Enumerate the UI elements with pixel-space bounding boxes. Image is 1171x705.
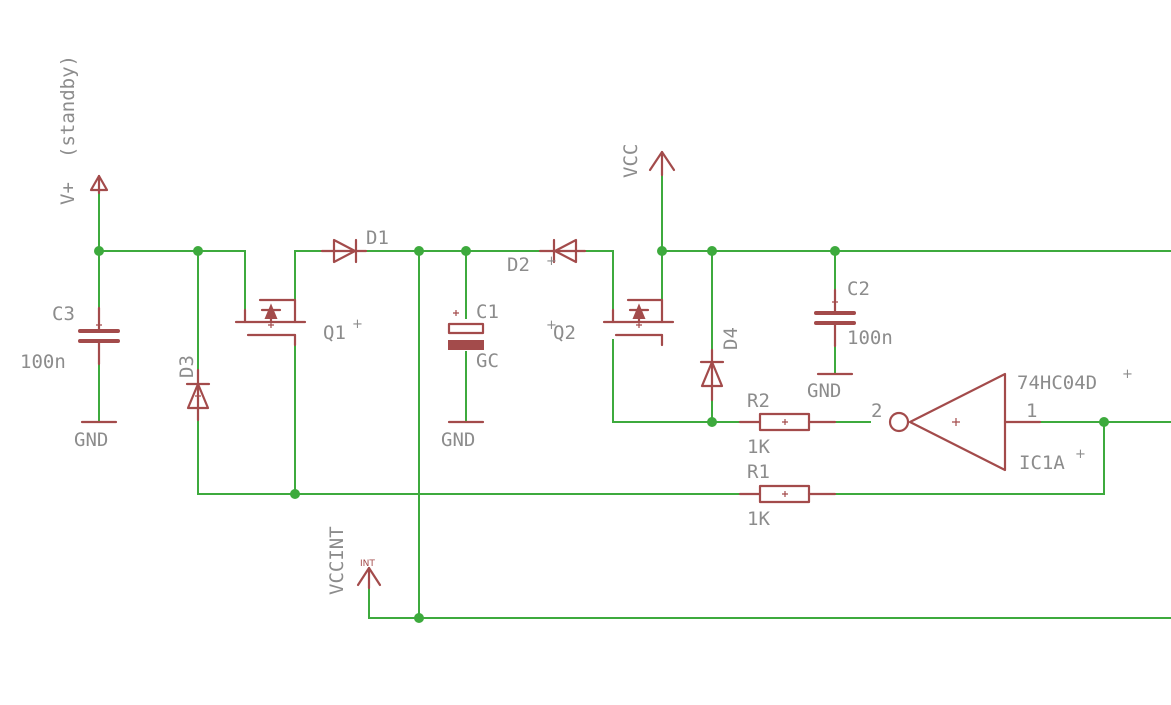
net-label-vccint: VCCINT [326,526,348,595]
capacitor-c2[interactable] [814,288,856,348]
ic-name-origin-mark: + [1075,447,1086,462]
wire-bottom-bus[interactable] [368,585,1171,619]
wires [98,172,1171,619]
wire-q2-gate[interactable] [612,339,741,423]
label-c3-value: 100n [20,351,66,373]
q2-origin-mark: + [546,318,557,333]
label-q1-name: Q1 [323,322,346,344]
label-c2-value: 100n [847,327,893,349]
ic-part-origin-mark: + [1122,367,1133,382]
label-ic-pin-in: 2 [871,400,882,422]
label-ic-name: IC1A [1019,452,1065,474]
inverter-ic1a[interactable] [888,372,1042,472]
junctions [94,246,1109,623]
label-d3-name: D3 [176,355,198,378]
junction-dot [830,246,840,256]
diode-d4[interactable] [699,348,725,402]
mosfet-q1[interactable] [234,298,307,347]
junction-dot [657,246,667,256]
mosfet-q2[interactable] [602,298,675,347]
label-c1-value: GC [476,350,499,372]
capacitor-c1[interactable] [447,310,485,350]
junction-dot [414,246,424,256]
label-r2-value: 1K [747,436,770,458]
label-d1-name: D1 [366,227,389,249]
resistor-r1[interactable] [738,484,837,504]
label-d4-name: D4 [720,327,742,350]
label-c1-gnd: GND [441,429,475,451]
label-c1-name: C1 [476,301,499,323]
junction-dot [193,246,203,256]
label-c2-name: C2 [847,278,870,300]
junction-dot [1099,417,1109,427]
d2-origin-mark: + [546,254,557,269]
labels: V+ (standby) VCC VCCINT INT C3 100n GND … [20,55,1133,595]
wire-q1-source[interactable] [294,250,331,311]
junction-dot [94,246,104,256]
junction-dot [414,613,424,623]
label-c3-gnd: GND [74,429,108,451]
label-c3-name: C3 [52,303,75,325]
vcc-supply-symbol[interactable] [648,150,676,177]
diode-d3[interactable] [185,368,211,422]
label-r1-value: 1K [747,508,770,530]
junction-dot [290,489,300,499]
net-label-vcc: VCC [620,144,642,178]
junction-dot [707,246,717,256]
label-ic-pin-out: 1 [1026,400,1037,422]
junction-dot [707,417,717,427]
label-r2-name: R2 [747,390,770,412]
vccint-supply-symbol[interactable] [356,566,382,590]
wire-d2-right[interactable] [577,250,614,311]
int-tag: INT [360,559,375,569]
label-ic-part: 74HC04D [1017,372,1097,394]
label-q2-name: Q2 [553,322,576,344]
label-c2-gnd: GND [807,380,841,402]
wire-r1-right[interactable] [834,421,1105,495]
capacitor-c3[interactable] [78,306,120,366]
label-r1-name: R1 [747,461,770,483]
standby-note: (standby) [57,55,79,158]
resistor-r2[interactable] [738,412,837,432]
diode-d2[interactable] [538,238,587,264]
q1-origin-mark: + [352,317,363,332]
junction-dot [461,246,471,256]
label-d2-name: D2 [507,254,530,276]
diode-d1[interactable] [320,238,368,264]
net-label-vplus: V+ [57,182,79,205]
vplus-supply-symbol[interactable] [89,174,109,195]
